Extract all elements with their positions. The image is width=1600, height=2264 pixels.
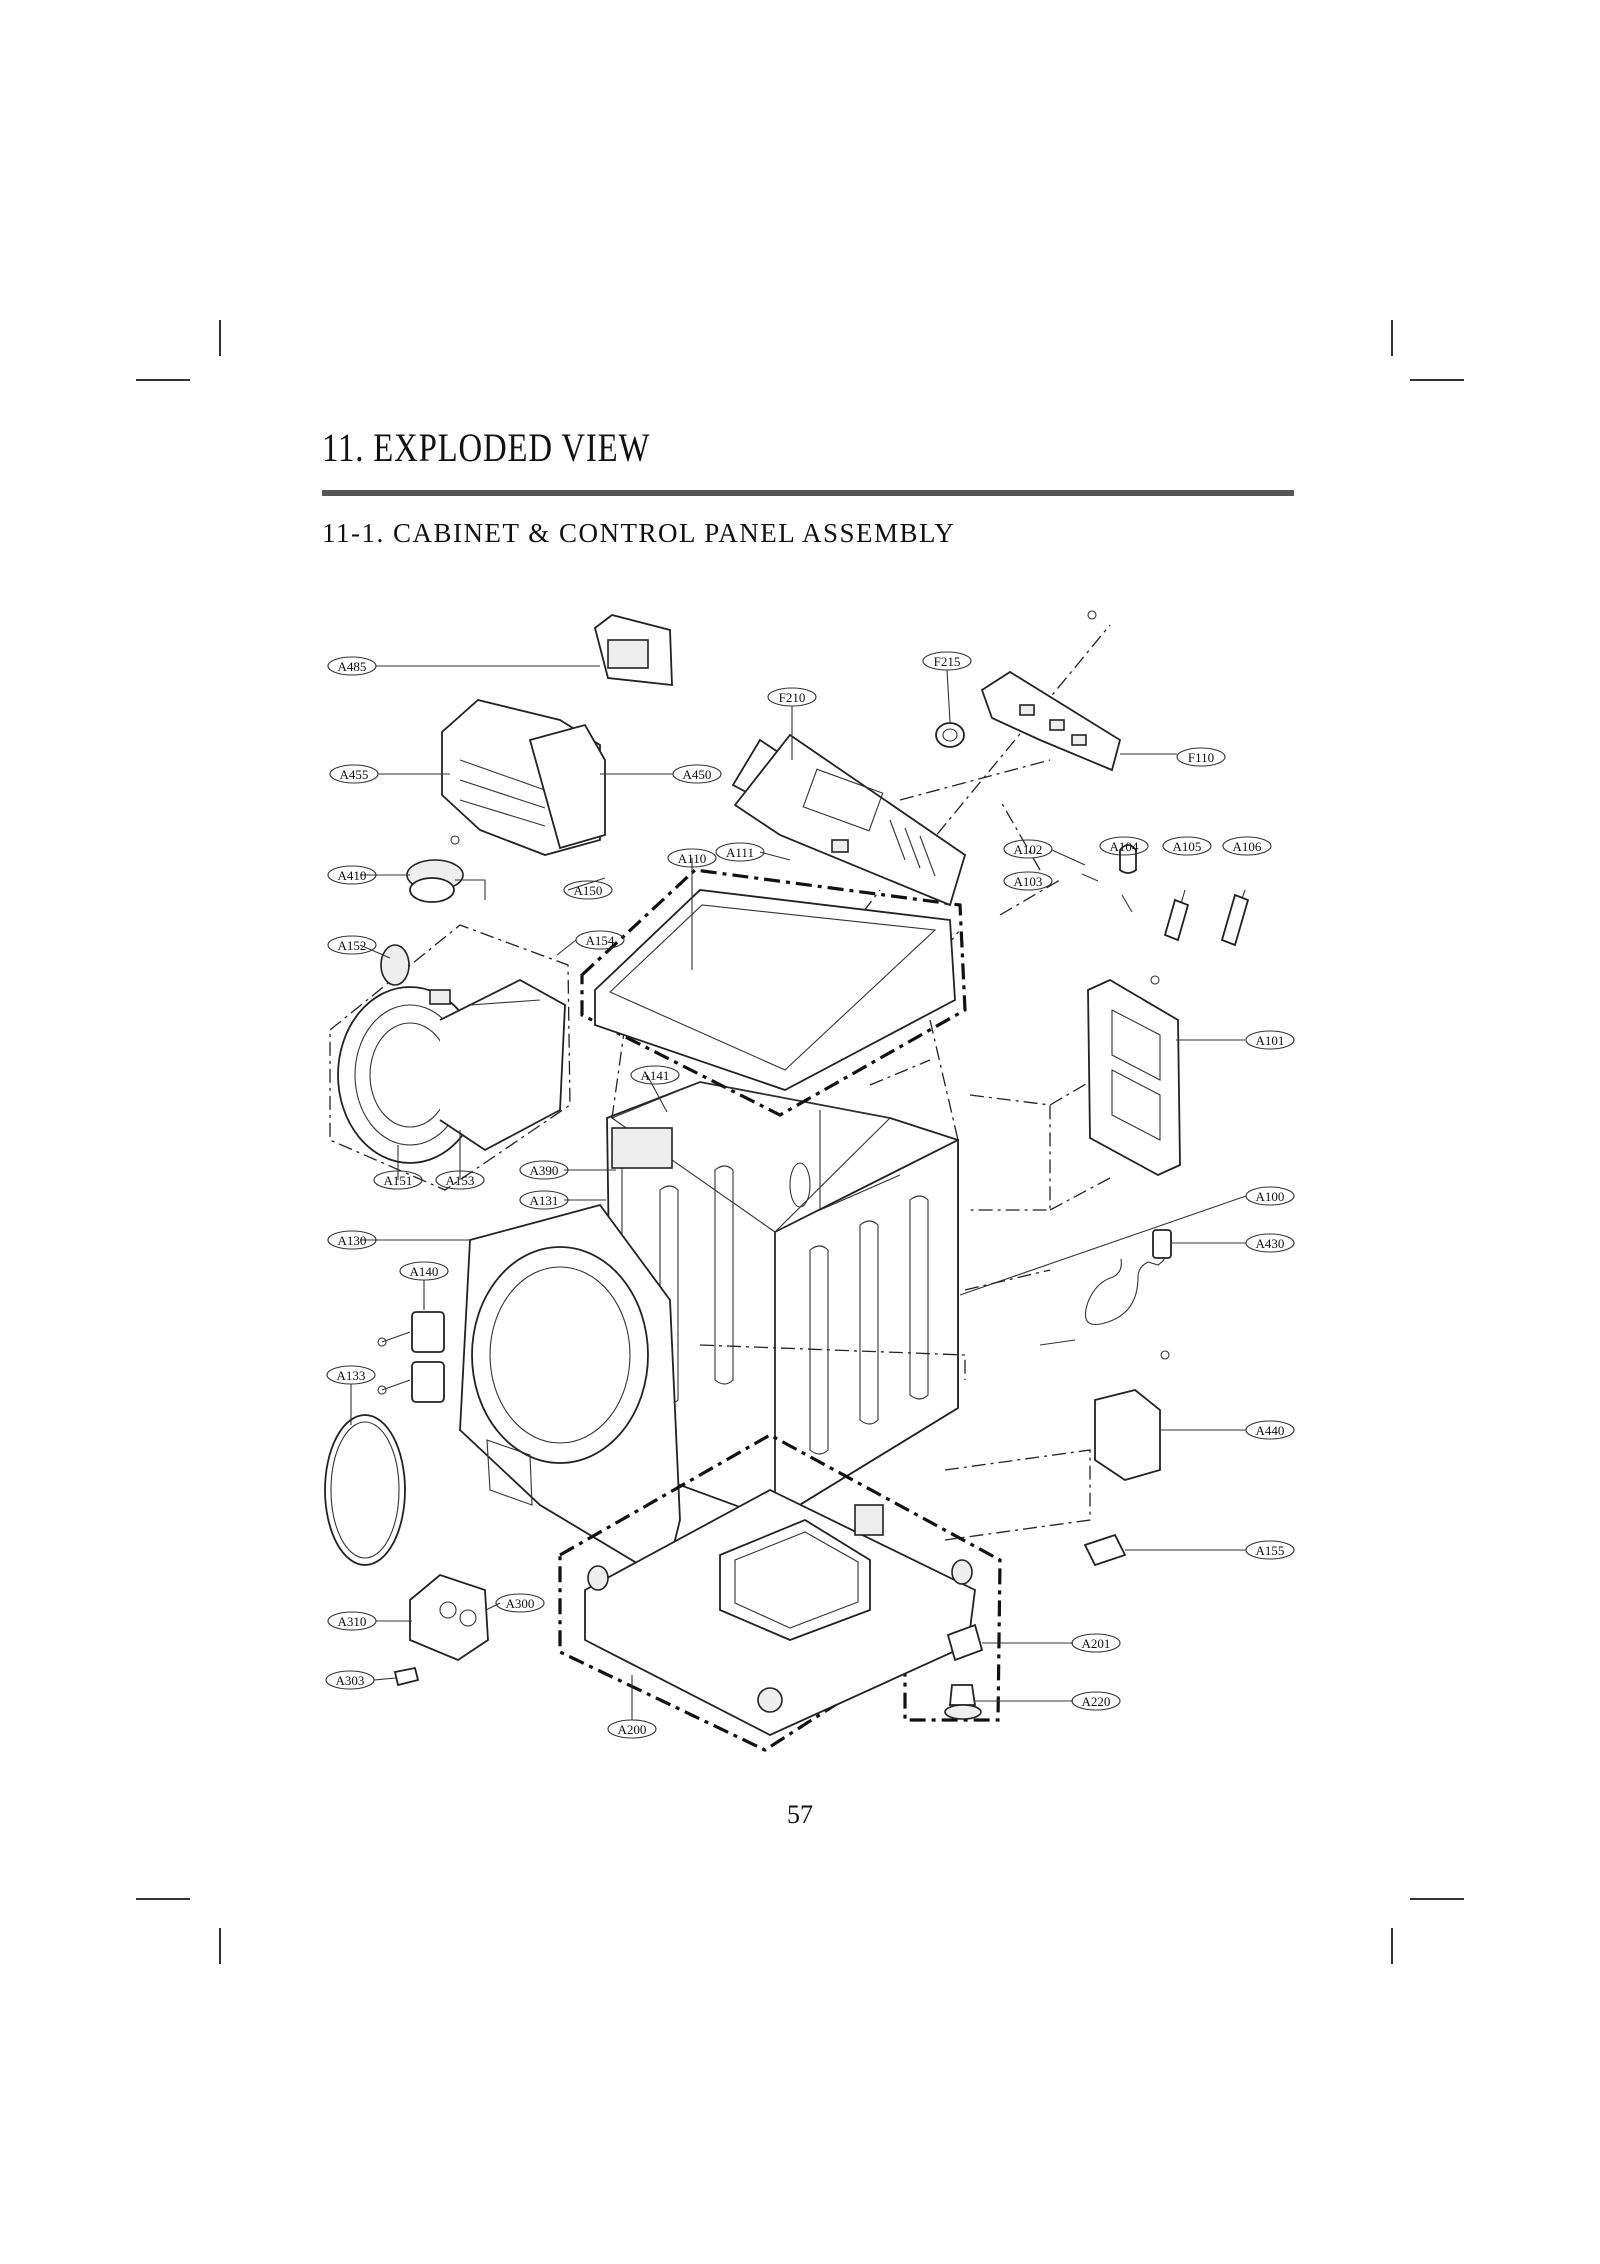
svg-text:F210: F210 — [779, 690, 806, 705]
svg-text:A303: A303 — [336, 1673, 365, 1688]
crop-mark-bottom-left-v — [219, 1928, 221, 1964]
svg-text:A153: A153 — [446, 1173, 475, 1188]
label-A151: A151 — [373, 1170, 423, 1190]
label-F210: F210 — [767, 687, 817, 707]
svg-text:A106: A106 — [1233, 839, 1262, 854]
crop-mark-top-right-h — [1410, 379, 1464, 381]
front-panel — [459, 1203, 681, 1582]
label-A303: A303 — [325, 1670, 375, 1690]
svg-text:A130: A130 — [338, 1233, 367, 1248]
leader-lines — [350, 665, 1247, 1720]
section-subtitle: 11-1. CABINET & CONTROL PANEL ASSEMBLY — [322, 518, 956, 548]
label-A154: A154 — [575, 930, 625, 950]
svg-text:A151: A151 — [384, 1173, 413, 1188]
svg-text:A111: A111 — [726, 845, 754, 860]
svg-text:A131: A131 — [530, 1193, 559, 1208]
label-A140: A140 — [399, 1261, 449, 1281]
crop-mark-bottom-right-h — [1410, 1898, 1464, 1900]
svg-text:A155: A155 — [1256, 1543, 1285, 1558]
label-A100: A100 — [1245, 1186, 1295, 1206]
crop-mark-bottom-right-v — [1391, 1928, 1393, 1964]
screw-icons — [377, 610, 1170, 1395]
svg-text:F215: F215 — [934, 654, 961, 669]
label-A440: A440 — [1245, 1420, 1295, 1440]
control-panel — [731, 670, 1122, 907]
cabinet-body — [606, 1081, 959, 1522]
crop-mark-bottom-left-h — [136, 1898, 190, 1900]
svg-text:A141: A141 — [641, 1068, 670, 1083]
svg-text:A300: A300 — [506, 1596, 535, 1611]
svg-text:A133: A133 — [337, 1368, 366, 1383]
svg-text:A152: A152 — [338, 938, 367, 953]
label-A141: A141 — [630, 1065, 680, 1085]
label-A111: A111 — [715, 842, 765, 862]
label-A155: A155 — [1245, 1540, 1295, 1560]
part-labels: A485 A455 A450 F215 F210 F110 A410 A111 … — [325, 651, 1295, 1739]
crop-mark-top-left-v — [219, 320, 221, 356]
svg-text:A310: A310 — [338, 1614, 367, 1629]
lower-left-parts — [393, 1573, 489, 1687]
right-side-parts — [1039, 844, 1250, 1567]
foot-parts — [944, 1623, 984, 1720]
page-number: 57 — [787, 1800, 813, 1829]
svg-text:A200: A200 — [618, 1722, 647, 1737]
svg-text:A100: A100 — [1256, 1189, 1285, 1204]
label-A455: A455 — [329, 764, 379, 784]
svg-text:A430: A430 — [1256, 1236, 1285, 1251]
label-A430: A430 — [1245, 1233, 1295, 1253]
label-A102: A102 — [1003, 839, 1053, 859]
label-A153: A153 — [435, 1170, 485, 1190]
title-rule — [322, 490, 1294, 496]
svg-text:A220: A220 — [1082, 1694, 1111, 1709]
svg-text:A105: A105 — [1173, 839, 1202, 854]
svg-text:F110: F110 — [1188, 750, 1214, 765]
label-A150: A150 — [563, 880, 613, 900]
label-A310: A310 — [327, 1611, 377, 1631]
label-A105: A105 — [1162, 836, 1212, 856]
svg-text:A201: A201 — [1082, 1636, 1111, 1651]
svg-text:A154: A154 — [586, 933, 615, 948]
crop-mark-top-right-v — [1391, 320, 1393, 356]
label-A201: A201 — [1071, 1633, 1121, 1653]
label-A220: A220 — [1071, 1691, 1121, 1711]
tub-front — [329, 924, 571, 1191]
label-A103: A103 — [1003, 871, 1053, 891]
label-A106: A106 — [1222, 836, 1272, 856]
svg-text:A102: A102 — [1014, 842, 1043, 857]
svg-text:A450: A450 — [683, 767, 712, 782]
label-F110: F110 — [1176, 747, 1226, 767]
svg-text:A455: A455 — [340, 767, 369, 782]
label-A200: A200 — [607, 1719, 657, 1739]
crop-mark-top-left-h — [136, 379, 190, 381]
svg-text:A485: A485 — [338, 659, 367, 674]
label-A485: A485 — [327, 656, 377, 676]
label-A130: A130 — [327, 1230, 377, 1250]
label-A104: A104 — [1099, 836, 1149, 856]
label-A300: A300 — [495, 1593, 545, 1613]
label-A133: A133 — [326, 1365, 376, 1385]
svg-text:A390: A390 — [530, 1163, 559, 1178]
label-A152: A152 — [327, 935, 377, 955]
label-A390: A390 — [519, 1160, 569, 1180]
upper-left-modules — [406, 614, 673, 903]
hinge-parts — [324, 1311, 445, 1566]
svg-text:A110: A110 — [678, 851, 706, 866]
label-A410: A410 — [327, 865, 377, 885]
label-A131: A131 — [519, 1190, 569, 1210]
svg-text:A440: A440 — [1256, 1423, 1285, 1438]
svg-text:A103: A103 — [1014, 874, 1043, 889]
svg-text:A410: A410 — [338, 868, 367, 883]
label-A450: A450 — [672, 764, 722, 784]
svg-text:A101: A101 — [1256, 1033, 1285, 1048]
label-F215: F215 — [922, 651, 972, 671]
label-A110: A110 — [667, 848, 717, 868]
top-plate — [580, 868, 967, 1117]
svg-text:A150: A150 — [574, 883, 603, 898]
svg-text:A104: A104 — [1110, 839, 1139, 854]
page-title: 11. EXPLODED VIEW — [322, 425, 651, 470]
svg-text:A140: A140 — [410, 1264, 439, 1279]
base-frame — [558, 1433, 1002, 1752]
label-A101: A101 — [1245, 1030, 1295, 1050]
